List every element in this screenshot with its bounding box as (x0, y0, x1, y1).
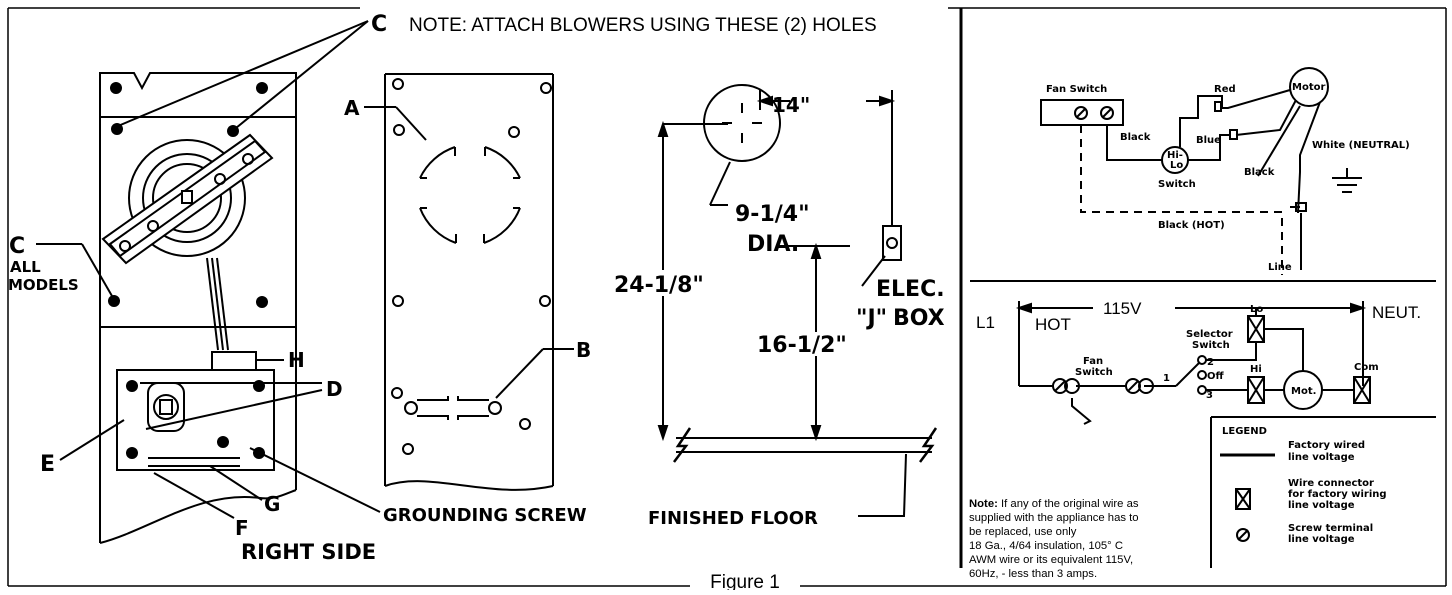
blower-motor (101, 133, 274, 351)
label-mot: Mot. (1291, 386, 1316, 397)
note-letter-c: C (371, 12, 387, 37)
label-neut: NEUT. (1372, 303, 1421, 322)
label-fan-switch-schem: Switch (1075, 367, 1113, 378)
j-label: "J" (856, 306, 887, 331)
finished-floor-label: FINISHED FLOOR (648, 508, 818, 529)
label-lo-schem: Lo (1250, 304, 1263, 315)
label-black-2: Black (1244, 167, 1275, 178)
label-hot: HOT (1035, 315, 1071, 334)
note-line-6: 60Hz, - less than 3 amps. (969, 568, 1098, 580)
wire-replacement-note: Note: If any of the original wire as sup… (969, 497, 1169, 580)
label-pos-1: 1 (1163, 373, 1170, 384)
legend-item1-b: line voltage (1288, 452, 1355, 463)
label-l1: L1 (976, 313, 995, 332)
legend-item3-a: Screw terminal (1288, 523, 1373, 534)
floor-dimension-view (657, 84, 938, 517)
label-black-1: Black (1120, 132, 1151, 143)
label-lo: Lo (1170, 160, 1183, 171)
elec-label: ELEC. (876, 277, 945, 302)
label-a: A (344, 96, 360, 120)
wiring-schematic (1015, 301, 1371, 425)
label-black-hot: Black (HOT) (1158, 220, 1225, 231)
note-bold: Note: (969, 498, 998, 510)
dim-16-1-2: 16-1/2" (757, 333, 847, 358)
label-red: Red (1214, 84, 1236, 95)
label-hi-schem: Hi (1250, 364, 1262, 375)
grounding-screw-label: GROUNDING SCREW (383, 505, 587, 526)
dia-label: DIA. (747, 232, 799, 257)
note-text: NOTE: ATTACH BLOWERS USING THESE (2) HOL… (409, 15, 877, 36)
label-com: Com (1354, 362, 1379, 373)
label-switch: Switch (1158, 179, 1196, 190)
figure-caption: Figure 1 (710, 572, 780, 590)
right-side-caption: RIGHT SIDE (241, 540, 376, 564)
legend-box (1210, 416, 1436, 568)
label-all: ALL (10, 258, 41, 276)
wiring-diagram-top (1040, 67, 1362, 275)
label-pos-2: 2 (1207, 357, 1214, 368)
legend-item3-b: line voltage (1288, 534, 1355, 545)
label-pos-3: 3 (1206, 390, 1213, 401)
label-hi: Hi- (1167, 150, 1183, 161)
label-selector-switch: Switch (1192, 340, 1230, 351)
label-fan-switch: Fan Switch (1046, 84, 1107, 95)
label-d: D (326, 377, 343, 401)
label-e: E (40, 452, 55, 477)
page-frame (7, 7, 1447, 587)
note-line-5: AWM wire or its equivalent 115V, (969, 554, 1134, 566)
label-models: MODELS (8, 276, 79, 294)
label-b: B (576, 338, 591, 362)
note-line-4: 18 Ga., 4/64 insulation, 105° C (969, 540, 1123, 552)
label-off: Off (1207, 371, 1225, 382)
label-h: H (288, 348, 305, 372)
label-115v: 115V (1103, 299, 1142, 318)
legend-title: LEGEND (1222, 426, 1267, 437)
dim-14-in: 14" (772, 93, 810, 117)
label-c-all-models: C (9, 234, 25, 259)
legend-item2-a: Wire connector (1288, 478, 1374, 489)
legend-item1-a: Factory wired (1288, 440, 1365, 451)
note-line-3: be replaced, use only (969, 526, 1077, 538)
attach-blowers-note: C NOTE: ATTACH BLOWERS USING THESE (2) H… (117, 12, 877, 129)
dim-24-1-8: 24-1/8" (614, 273, 704, 298)
label-selector: Selector (1186, 329, 1233, 340)
dim-diameter: 9-1/4" (735, 202, 810, 227)
note-line-2: supplied with the appliance has to (969, 512, 1139, 524)
legend-item2-c: line voltage (1288, 500, 1355, 511)
label-line: Line (1268, 262, 1292, 273)
label-g: G (264, 492, 280, 516)
note-line-1: If any of the original wire as (997, 498, 1139, 510)
right-side-view (36, 72, 381, 544)
panel-view (364, 73, 574, 491)
label-fan: Fan (1083, 356, 1103, 367)
label-f: F (235, 516, 249, 540)
legend-item2-b: for factory wiring (1288, 489, 1387, 500)
box-label: BOX (893, 306, 945, 331)
label-blue: Blue (1196, 135, 1221, 146)
label-motor: Motor (1292, 82, 1325, 93)
label-white-neutral: White (NEUTRAL) (1312, 140, 1410, 151)
